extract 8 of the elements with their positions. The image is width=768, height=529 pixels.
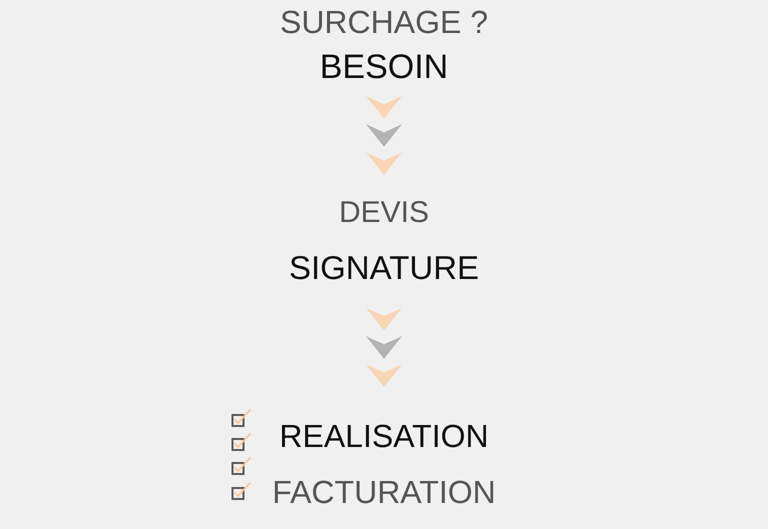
- step-label: REALISATION: [279, 418, 489, 455]
- step-label: SIGNATURE: [288, 249, 480, 287]
- question-text: SURCHAGE ?: [280, 4, 488, 41]
- step-label: FACTURATION: [272, 474, 496, 511]
- chevron-arrow: [366, 308, 402, 387]
- chevron-arrow: [366, 96, 402, 175]
- step-label: BESOIN: [320, 48, 448, 88]
- step-label: DEVIS: [338, 196, 430, 230]
